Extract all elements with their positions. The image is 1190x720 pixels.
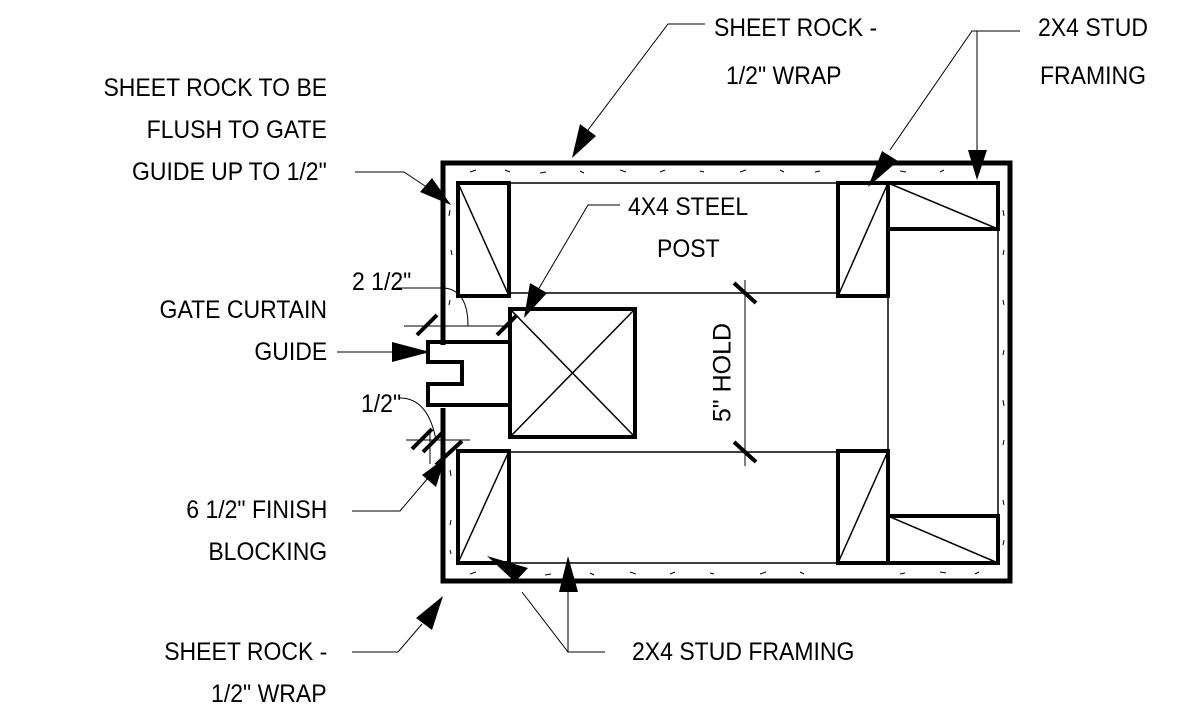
sheet-rock-outer <box>440 160 1013 584</box>
label-sheet-rock-bottom-1: SHEET ROCK - <box>163 638 327 666</box>
stud-top-left <box>456 181 511 298</box>
guide-dimensions <box>396 287 519 467</box>
label-stud-framing-top-2: FRAMING <box>1040 62 1147 90</box>
label-sheet-rock-top-1: SHEET ROCK - <box>714 14 878 42</box>
label-stud-framing-bottom: 2X4 STUD FRAMING <box>632 638 855 666</box>
label-dim-half: 1/2" <box>361 390 402 418</box>
label-finish-blocking-2: BLOCKING <box>208 538 327 566</box>
steel-post <box>508 307 637 439</box>
stud-top-right <box>836 181 890 298</box>
label-steel-post-2: POST <box>657 235 720 263</box>
stud-bottom-right-flat <box>886 514 1000 565</box>
label-sheet-rock-flush-3: GUIDE UP TO 1/2" <box>132 158 327 186</box>
label-finish-blocking-1: 6 1/2" FINISH <box>185 496 327 524</box>
label-hold: 5" HOLD <box>708 322 737 423</box>
label-sheet-rock-flush-2: FLUSH TO GATE <box>146 116 327 144</box>
label-sheet-rock-bottom-2: 1/2" WRAP <box>211 680 327 708</box>
label-sheet-rock-top-2: 1/2" WRAP <box>726 62 842 90</box>
stud-top-right-flat <box>886 181 1000 231</box>
stud-bottom-right <box>836 449 890 565</box>
label-dim-2-half: 2 1/2" <box>352 268 412 296</box>
gate-curtain-guide <box>426 340 510 407</box>
label-steel-post-1: 4X4 STEEL <box>628 193 749 221</box>
label-gate-curtain-guide-2: GUIDE <box>254 338 327 366</box>
label-gate-curtain-guide-1: GATE CURTAIN <box>159 296 327 324</box>
stud-bottom-left <box>456 449 511 565</box>
hold-dimension <box>732 280 758 466</box>
label-stud-framing-top-1: 2X4 STUD <box>1038 14 1148 42</box>
sheet-rock-hatch <box>448 169 1005 576</box>
leaders <box>337 23 1020 653</box>
label-sheet-rock-flush-1: SHEET ROCK TO BE <box>103 74 327 102</box>
